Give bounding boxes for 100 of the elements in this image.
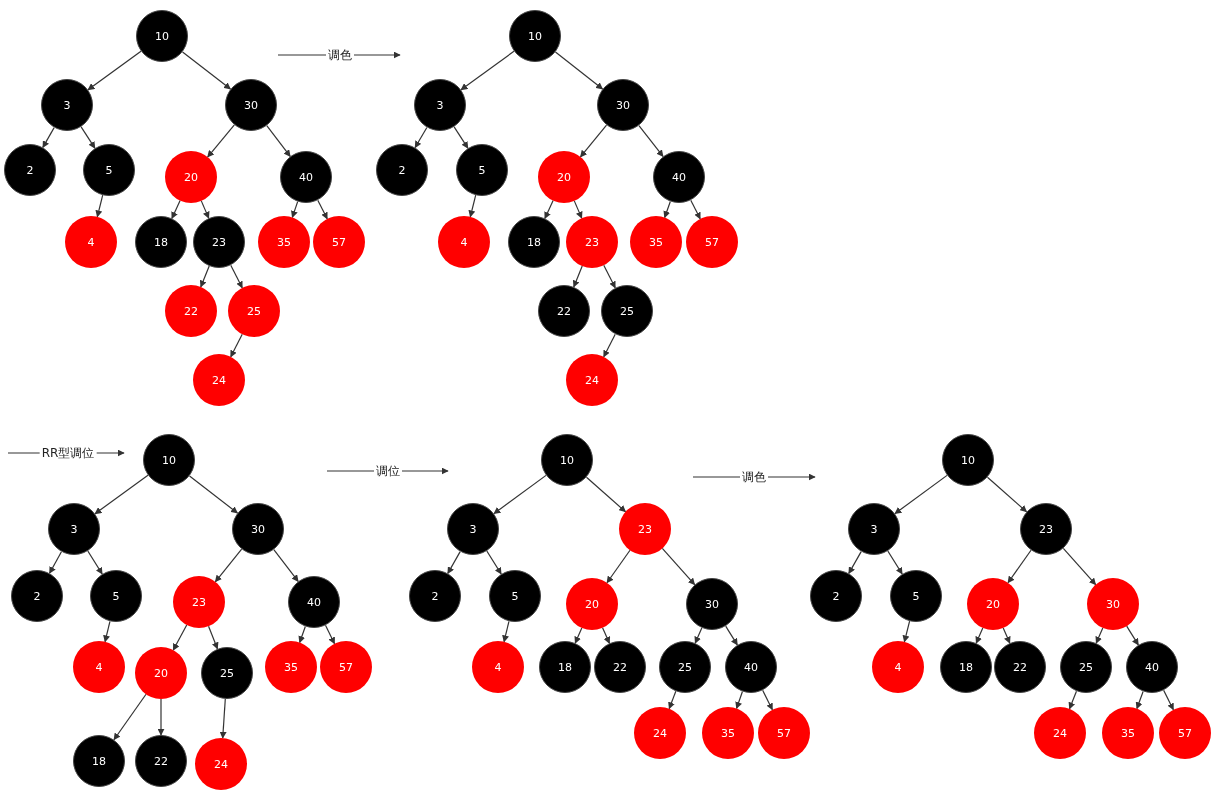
arrow (324, 624, 336, 645)
arrow-label: 调位 (374, 464, 402, 478)
arrow (95, 194, 104, 218)
tree-node: 10 (136, 10, 188, 62)
arrow (447, 551, 461, 574)
tree-node: 5 (489, 570, 541, 622)
arrow (157, 698, 165, 736)
tree-node: 30 (232, 503, 284, 555)
arrow (986, 476, 1028, 513)
arrow (42, 127, 55, 148)
arrow (894, 474, 948, 515)
tree-node: 22 (165, 285, 217, 337)
arrow (103, 620, 111, 643)
arrow (298, 625, 306, 644)
tree-node: 3 (414, 79, 466, 131)
arrow (113, 693, 147, 741)
arrow (848, 551, 862, 574)
tree-node: 23 (1020, 503, 1072, 555)
arrow (573, 200, 583, 219)
tree-node: 18 (539, 641, 591, 693)
arrow (273, 549, 299, 582)
tree-node: 20 (165, 151, 217, 203)
tree-node: 3 (848, 503, 900, 555)
arrow (638, 124, 664, 158)
arrow (230, 333, 243, 358)
arrow (181, 51, 232, 90)
arrow (207, 625, 219, 650)
tree-node: 57 (1159, 707, 1211, 759)
tree-node: 3 (447, 503, 499, 555)
tree-node: 18 (508, 216, 560, 268)
arrow (230, 264, 243, 289)
arrow (603, 264, 616, 289)
arrow (690, 199, 701, 220)
tree-node: 20 (135, 647, 187, 699)
arrow (460, 50, 515, 91)
tree-node: 4 (872, 641, 924, 693)
arrow (1007, 549, 1032, 584)
tree-node: 2 (11, 570, 63, 622)
tree-node: 57 (320, 641, 372, 693)
arrow (1002, 627, 1011, 644)
tree-node: 2 (4, 144, 56, 196)
arrow (694, 627, 703, 644)
tree-node: 2 (376, 144, 428, 196)
arrow (1163, 689, 1174, 711)
tree-node: 30 (597, 79, 649, 131)
arrow (735, 690, 744, 710)
tree-node: 5 (90, 570, 142, 622)
tree-node: 10 (143, 434, 195, 486)
tree-node: 10 (509, 10, 561, 62)
tree-node: 25 (659, 641, 711, 693)
tree-node: 20 (538, 151, 590, 203)
tree-node: 22 (594, 641, 646, 693)
arrow (574, 627, 583, 644)
arrow (601, 627, 611, 644)
tree-node: 35 (258, 216, 310, 268)
arrow (87, 550, 103, 575)
tree-node: 10 (942, 434, 994, 486)
arrow (661, 547, 696, 586)
arrow (585, 476, 627, 513)
arrow (663, 200, 671, 219)
tree-node: 22 (994, 641, 1046, 693)
arrow (502, 620, 510, 643)
tree-node: 40 (1126, 641, 1178, 693)
arrow (200, 200, 210, 219)
arrow (603, 333, 616, 358)
tree-node: 25 (1060, 641, 1112, 693)
tree-node: 35 (265, 641, 317, 693)
arrow (572, 265, 583, 288)
tree-node: 25 (601, 285, 653, 337)
tree-node: 2 (409, 570, 461, 622)
tree-node: 4 (438, 216, 490, 268)
tree-node: 4 (65, 216, 117, 268)
tree-node: 4 (73, 641, 125, 693)
arrow (1068, 690, 1078, 710)
arrow (171, 200, 181, 220)
tree-node: 25 (201, 647, 253, 699)
tree-node: 23 (619, 503, 671, 555)
tree-node: 5 (83, 144, 135, 196)
tree-node: 40 (280, 151, 332, 203)
arrow (219, 698, 227, 739)
arrow (554, 51, 604, 90)
arrow (762, 689, 773, 711)
tree-node: 20 (566, 578, 618, 630)
arrow (453, 126, 469, 149)
arrow (87, 50, 142, 91)
tree-node: 2 (810, 570, 862, 622)
tree-node: 24 (193, 354, 245, 406)
arrow-label: 调色 (326, 48, 354, 62)
arrow (902, 620, 911, 643)
tree-node: 23 (566, 216, 618, 268)
arrow (668, 690, 677, 710)
arrow (1062, 547, 1097, 586)
arrow (199, 265, 210, 288)
tree-node: 18 (135, 216, 187, 268)
tree-node: 35 (702, 707, 754, 759)
arrow (887, 550, 903, 575)
tree-node: 57 (686, 216, 738, 268)
tree-node: 24 (195, 738, 247, 790)
arrow (544, 200, 554, 220)
arrow (606, 549, 631, 584)
